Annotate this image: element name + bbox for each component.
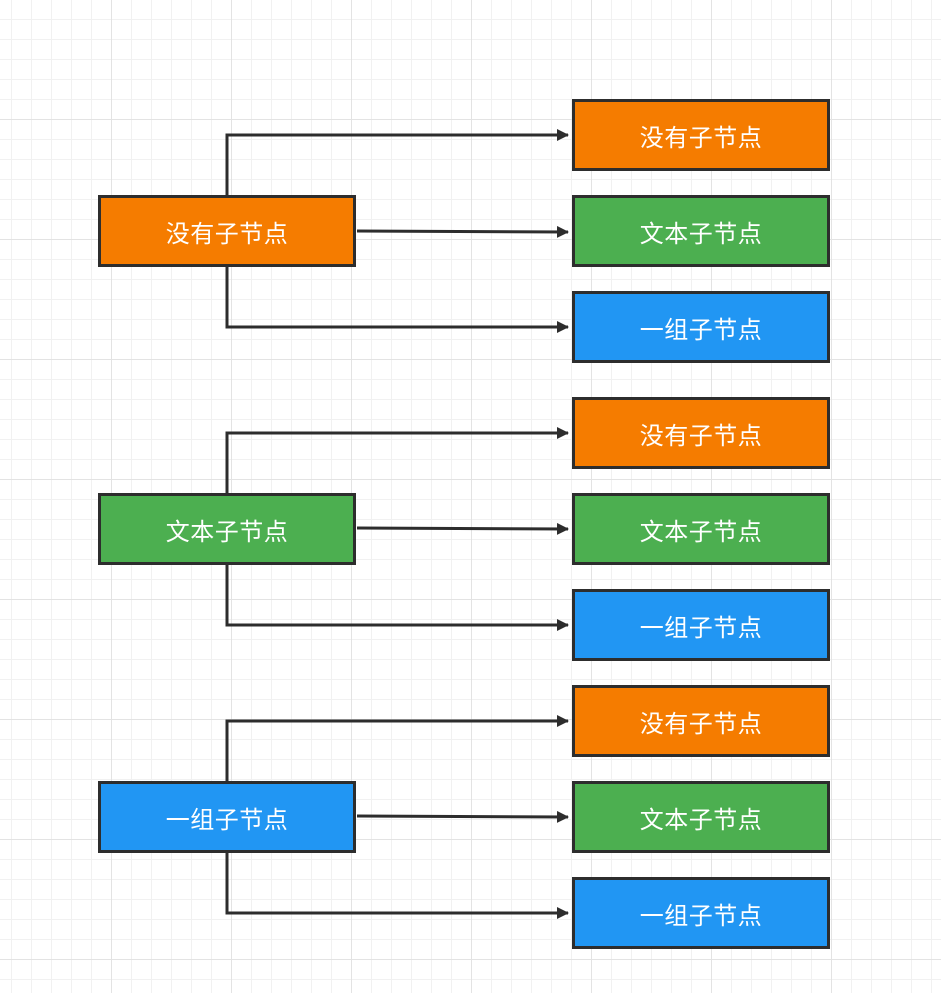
arrow-g3-to-c1 (225, 715, 569, 782)
child-node-no-children[interactable]: 没有子节点 (572, 99, 830, 171)
arrow-g2-to-c2 (356, 522, 569, 535)
child-node-text-children[interactable]: 文本子节点 (572, 195, 830, 267)
child-node-text-children[interactable]: 文本子节点 (572, 781, 830, 853)
parent-node-text-children[interactable]: 文本子节点 (98, 493, 356, 565)
parent-node-no-children[interactable]: 没有子节点 (98, 195, 356, 267)
arrow-g1-to-c1 (225, 129, 569, 196)
parent-node-group-children[interactable]: 一组子节点 (98, 781, 356, 853)
arrow-g1-to-c3 (225, 266, 569, 333)
arrow-g3-to-c3 (225, 852, 569, 919)
child-node-group-children[interactable]: 一组子节点 (572, 291, 830, 363)
child-node-group-children[interactable]: 一组子节点 (572, 877, 830, 949)
child-node-text-children[interactable]: 文本子节点 (572, 493, 830, 565)
arrow-g2-to-c1 (225, 427, 569, 494)
child-node-group-children[interactable]: 一组子节点 (572, 589, 830, 661)
arrow-g2-to-c3 (225, 564, 569, 631)
child-node-no-children[interactable]: 没有子节点 (572, 685, 830, 757)
child-node-no-children[interactable]: 没有子节点 (572, 397, 830, 469)
arrow-g1-to-c2 (356, 225, 569, 238)
arrow-g3-to-c2 (356, 810, 569, 823)
